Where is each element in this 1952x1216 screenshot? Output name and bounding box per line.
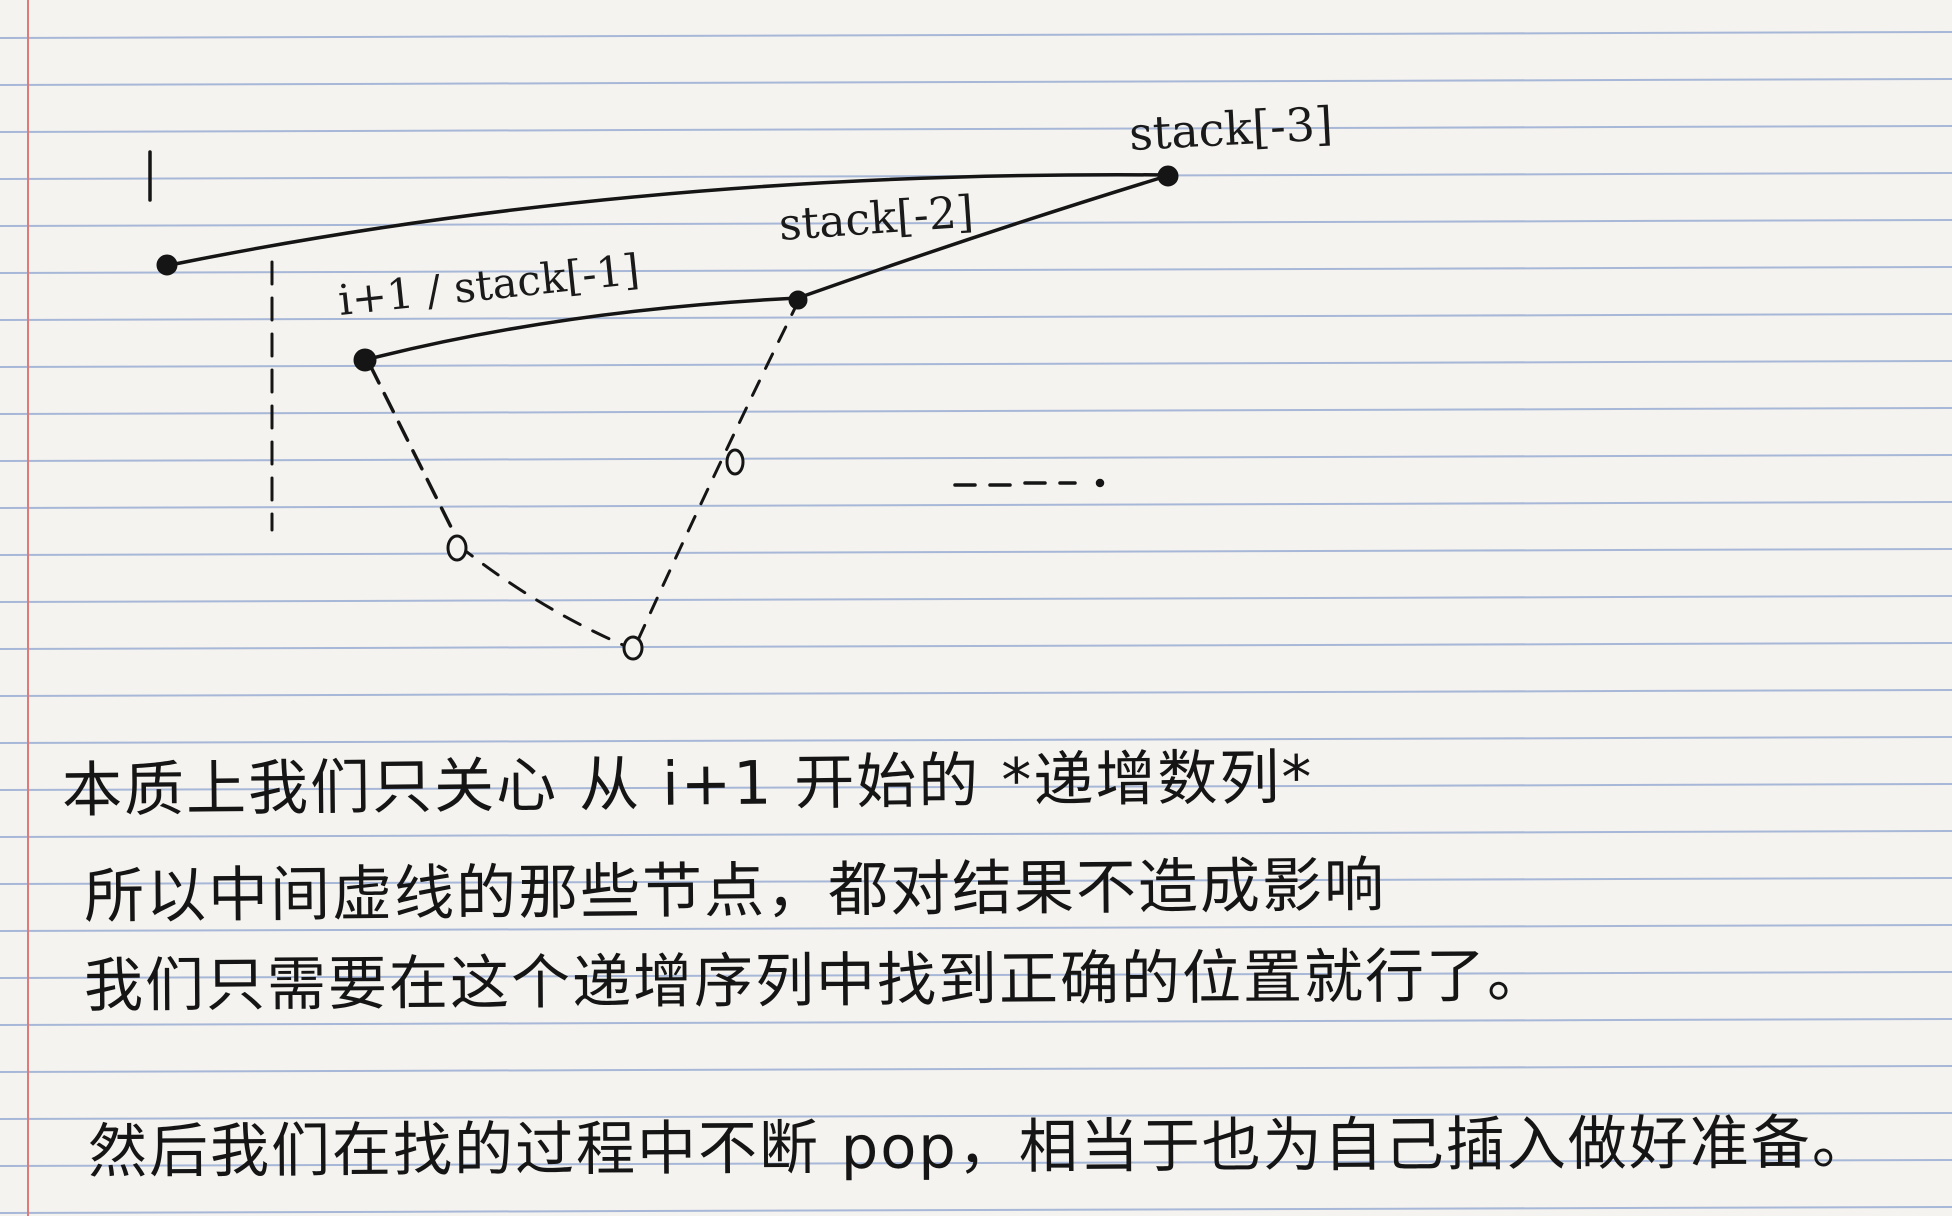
rule-line — [0, 407, 1952, 415]
rule-line — [0, 1159, 1952, 1167]
rule-line — [0, 1065, 1952, 1073]
rule-line — [0, 642, 1952, 650]
line-i-plus-1-to-stack-minus-2 — [363, 296, 800, 362]
rule-line — [0, 1112, 1952, 1120]
rule-line — [0, 548, 1952, 556]
rule-line — [0, 454, 1952, 462]
line-to-stack-minus-3 — [168, 173, 1172, 267]
note-line-4: 然后我们在找的过程中不断 pop，相当于也为自己插入做好准备。 — [87, 1107, 1873, 1186]
rule-line — [0, 313, 1952, 321]
popped-node-1 — [446, 534, 468, 562]
rule-line — [0, 877, 1952, 885]
rule-line — [0, 736, 1952, 744]
popped-node-2 — [622, 635, 644, 661]
node-start — [156, 254, 178, 276]
dashed-edge-3 — [636, 300, 800, 642]
rule-line — [0, 78, 1952, 86]
ruled-lines — [0, 31, 1952, 1214]
rule-line — [0, 830, 1952, 838]
popped-node-3 — [725, 448, 745, 476]
node-stack-minus-2 — [788, 290, 808, 310]
node-stack-minus-3 — [1157, 165, 1179, 187]
rule-line — [0, 360, 1952, 368]
rule-line — [0, 783, 1952, 791]
note-line-1: 本质上我们只关心 从 i+1 开始的 *递增数列* — [61, 742, 1314, 826]
label-i-plus-1-stack-minus-1: i+1 / stack[-1] — [336, 245, 642, 325]
ellipsis-dashes — [953, 478, 1105, 488]
label-stack-minus-3: stack[-3] — [1128, 96, 1334, 161]
rule-line — [0, 1018, 1952, 1026]
rule-line — [0, 31, 1952, 39]
rule-line — [0, 219, 1952, 227]
label-stack-minus-2: stack[-2] — [777, 186, 975, 250]
rule-line — [0, 595, 1952, 603]
dashed-edge-2 — [456, 543, 632, 650]
note-line-2: 所以中间虚线的那些节点，都对结果不造成影响 — [83, 850, 1387, 932]
rule-line — [0, 501, 1952, 509]
rule-line — [0, 266, 1952, 274]
rule-line — [0, 689, 1952, 697]
dashed-edge-1 — [368, 363, 457, 537]
rule-line — [0, 125, 1952, 133]
node-i-plus-1 — [353, 348, 377, 372]
stack-diagram — [148, 150, 1179, 661]
rule-line — [0, 1206, 1952, 1214]
note-line-3: 我们只需要在这个递增序列中找到正确的位置就行了。 — [83, 940, 1549, 1020]
rule-line — [0, 924, 1952, 932]
rule-line — [0, 971, 1952, 979]
line-stack-minus-2-to-stack-minus-3 — [796, 173, 1172, 300]
